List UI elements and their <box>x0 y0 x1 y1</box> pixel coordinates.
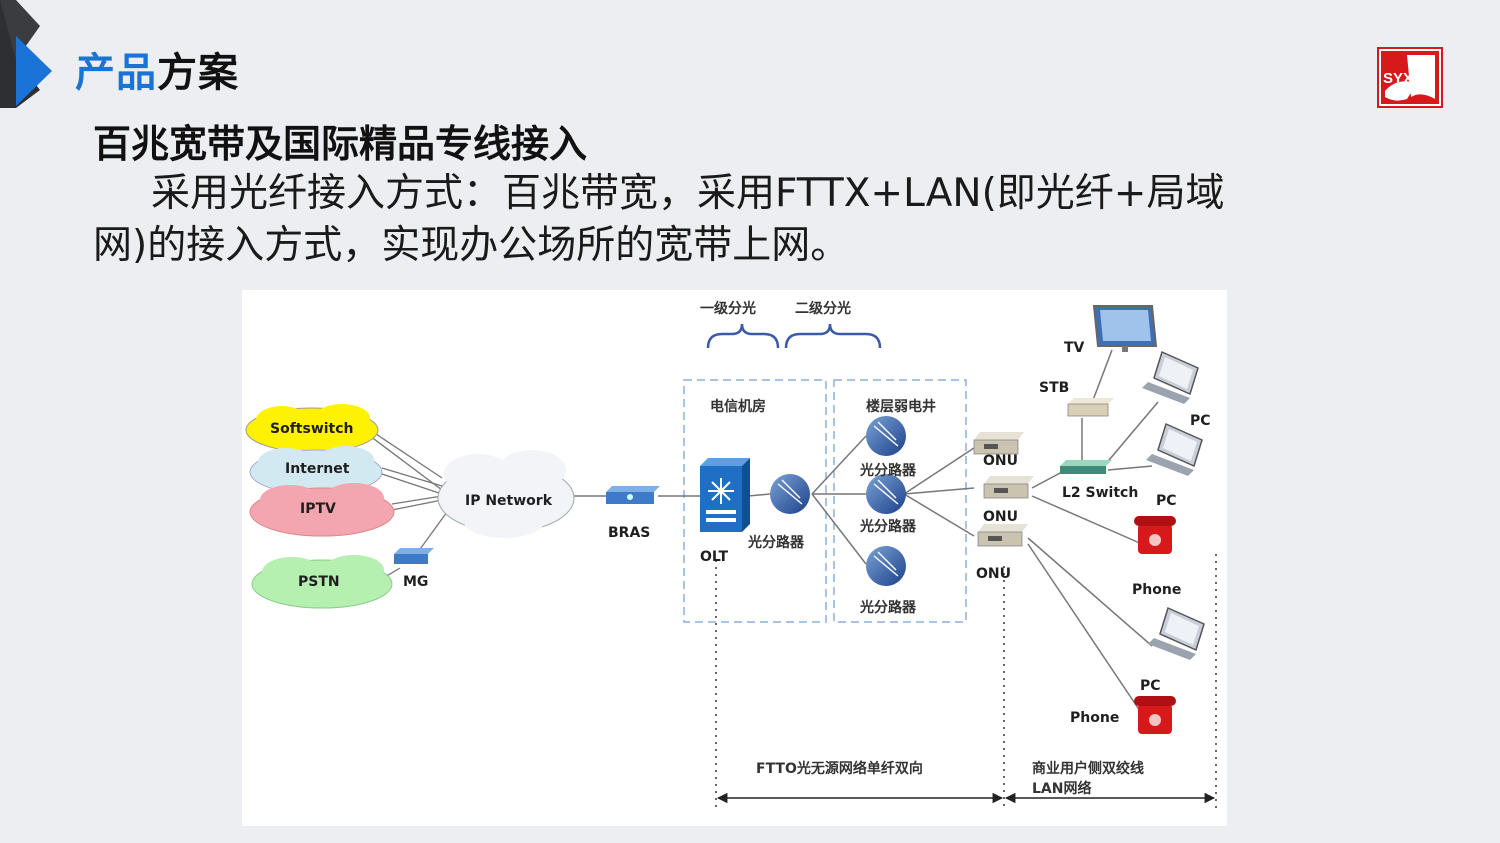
pc-2-icon <box>1146 422 1203 476</box>
telecom-room-box <box>683 379 827 623</box>
trunk-links <box>572 349 1159 715</box>
title-arrow-icon <box>16 36 52 106</box>
label-onu-1: ONU <box>983 453 1018 469</box>
label-bras: BRAS <box>608 525 651 541</box>
label-phone-1: Phone <box>1132 582 1182 598</box>
bras-device-icon <box>606 486 660 504</box>
mg-device-icon <box>394 548 434 564</box>
onu-2-icon <box>983 476 1034 499</box>
tv-icon <box>1092 305 1158 352</box>
logo-text: SYX <box>1383 70 1413 87</box>
company-logo: SYX <box>1377 47 1443 108</box>
stb-icon <box>1067 398 1114 417</box>
label-pc-3: PC <box>1140 678 1161 694</box>
label-iptv: IPTV <box>300 501 336 517</box>
cloud-ip-network <box>437 450 575 538</box>
pc-3-icon <box>1148 606 1205 660</box>
label-splitter-1: 光分路器 <box>860 463 916 479</box>
label-floor-shaft: 楼层弱电井 <box>866 399 936 415</box>
phone-1-icon <box>1134 516 1176 554</box>
cloud-internet <box>249 446 383 495</box>
label-splitter-3: 光分路器 <box>860 600 916 616</box>
pc-1-icon <box>1142 350 1199 404</box>
network-diagram-canvas <box>245 305 1217 810</box>
label-pc-1: PC <box>1190 413 1211 429</box>
label-internet: Internet <box>285 461 350 477</box>
label-olt: OLT <box>700 549 729 565</box>
label-mg: MG <box>403 574 429 590</box>
label-tv: TV <box>1064 340 1085 356</box>
splitter-2-icon <box>866 474 906 514</box>
label-lan-line1: 商业用户侧双绞线 <box>1032 761 1144 777</box>
brace-level1 <box>706 323 780 349</box>
label-ftto: FTTO光无源网络单纤双向 <box>756 761 923 777</box>
network-diagram: 一级分光 二级分光 电信机房 楼层弱电井 Softswitch Internet… <box>242 290 1227 826</box>
label-onu-2: ONU <box>983 509 1018 525</box>
phone-2-icon <box>1134 696 1176 734</box>
title-part-1: 产品 <box>75 50 157 96</box>
label-softswitch: Softswitch <box>270 421 354 437</box>
l2-switch-icon <box>1060 460 1112 474</box>
body-paragraph: 采用光纤接入方式：百兆带宽，采用FTTX+LAN(即光纤+局域 网)的接入方式，… <box>93 168 1333 272</box>
cloud-pstn <box>251 555 393 609</box>
label-onu-3: ONU <box>976 566 1011 582</box>
section-heading: 百兆宽带及国际精品专线接入 <box>93 122 588 166</box>
body-line-2: 网)的接入方式，实现办公场所的宽带上网。 <box>93 223 850 268</box>
label-phone-2: Phone <box>1070 710 1120 726</box>
label-splitter-olt: 光分路器 <box>748 535 804 551</box>
segment-markers <box>715 554 1217 810</box>
page-title: 产品方案 <box>75 40 239 98</box>
splitter-3-icon <box>866 546 906 586</box>
cloud-softswitch <box>245 404 379 453</box>
label-splitter-2: 光分路器 <box>860 519 916 535</box>
splitter-1-icon <box>866 416 906 456</box>
label-split-level1: 一级分光 <box>700 301 756 317</box>
cloud-links <box>369 429 448 581</box>
olt-device-icon <box>700 458 750 532</box>
label-telecom-room: 电信机房 <box>710 399 766 415</box>
onu-1-icon <box>973 432 1024 455</box>
label-pstn: PSTN <box>298 574 340 590</box>
label-pc-2: PC <box>1156 493 1177 509</box>
label-l2-switch: L2 Switch <box>1062 485 1139 501</box>
floor-shaft-box <box>833 379 967 623</box>
onu-3-icon <box>977 524 1028 547</box>
label-ip-network: IP Network <box>465 493 553 509</box>
brace-level2 <box>784 323 882 349</box>
label-split-level2: 二级分光 <box>795 301 851 317</box>
splitter-olt-icon <box>770 474 810 514</box>
body-line-1: 采用光纤接入方式：百兆带宽，采用FTTX+LAN(即光纤+局域 <box>151 171 1225 216</box>
label-lan-line2: LAN网络 <box>1032 781 1092 797</box>
cloud-iptv <box>249 483 395 537</box>
title-part-2: 方案 <box>157 50 239 96</box>
label-stb: STB <box>1039 380 1070 396</box>
